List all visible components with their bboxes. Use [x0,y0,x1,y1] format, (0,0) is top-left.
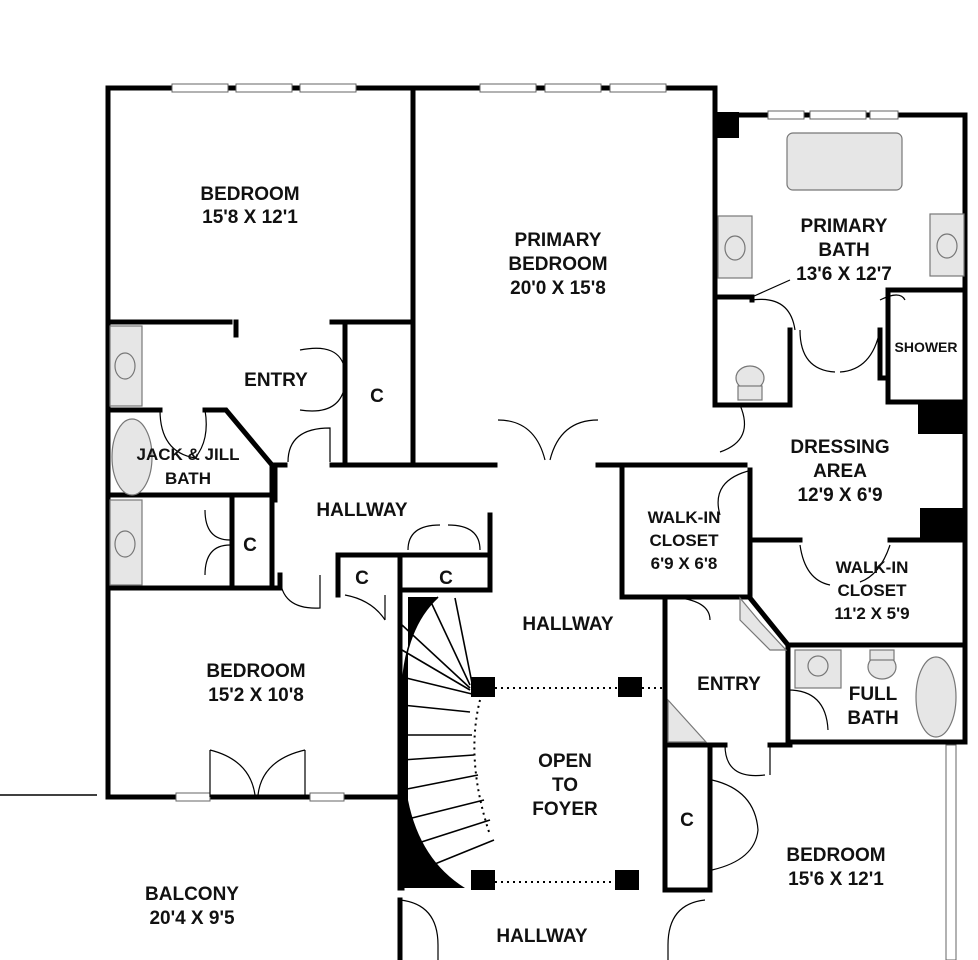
hallway-s-label: HALLWAY [496,926,587,947]
walkin-1-name-2: CLOSET [650,531,720,550]
doors [159,279,906,960]
windows [171,83,957,960]
entry-nw-label: ENTRY [244,370,308,391]
shower-label: SHOWER [895,339,958,355]
walls [105,85,968,960]
primary-bath-name-2: BATH [818,240,869,261]
labels: BEDROOM 15'8 X 12'1 PRIMARY BEDROOM 20'0… [137,184,958,947]
bedroom-se-dims: 15'6 X 12'1 [788,869,884,890]
hallway-w-label: HALLWAY [316,500,407,521]
dressing-name-2: AREA [813,461,867,482]
bedroom-se-name: BEDROOM [786,845,885,866]
primary-bath-dims: 13'6 X 12'7 [796,264,892,285]
primary-bath-name-1: PRIMARY [801,216,888,237]
closet-hall-2-label: C [439,568,453,589]
dressing-dims: 12'9 X 6'9 [797,485,882,506]
walkin-2-dims: 11'2 X 5'9 [834,604,909,623]
primary-bedroom-dims: 20'0 X 15'8 [510,278,606,299]
pillars [400,112,965,890]
entry-se-label: ENTRY [697,674,761,695]
bedroom-sw-name: BEDROOM [206,661,305,682]
full-bath-name-2: BATH [847,708,898,729]
bedroom-nw-dims: 15'8 X 12'1 [202,207,298,228]
closet-hall-1-label: C [355,568,369,589]
closet-entry-label: C [370,386,384,407]
walkin-2-name-1: WALK-IN [836,558,909,577]
jack-jill-name-1: JACK & JILL [137,445,240,464]
fixtures [109,132,965,743]
closet-jj-label: C [243,535,257,556]
bedroom-nw-name: BEDROOM [200,184,299,205]
jack-jill-name-2: BATH [165,469,211,488]
spiral-stairs [401,596,665,888]
balcony-dims: 20'4 X 9'5 [149,908,235,929]
dressing-name-1: DRESSING [790,437,889,458]
open-foyer-name-1: OPEN [538,751,592,772]
primary-bedroom-name-1: PRIMARY [515,230,602,251]
balcony-name: BALCONY [145,884,239,905]
bathtub-primary [786,132,903,191]
tub-jj [111,418,153,496]
closet-se-label: C [680,810,694,831]
walkin-1-name-1: WALK-IN [648,508,721,527]
open-foyer-name-3: FOYER [532,799,598,820]
walkin-1-dims: 6'9 X 6'8 [651,554,718,573]
walkin-2-name-2: CLOSET [838,581,908,600]
full-bath-name-1: FULL [849,684,898,705]
tub-full-bath [915,656,957,738]
primary-bedroom-name-2: BEDROOM [508,254,607,275]
hallway-c-label: HALLWAY [522,614,613,635]
open-foyer-name-2: TO [552,775,578,796]
bedroom-sw-dims: 15'2 X 10'8 [208,685,304,706]
